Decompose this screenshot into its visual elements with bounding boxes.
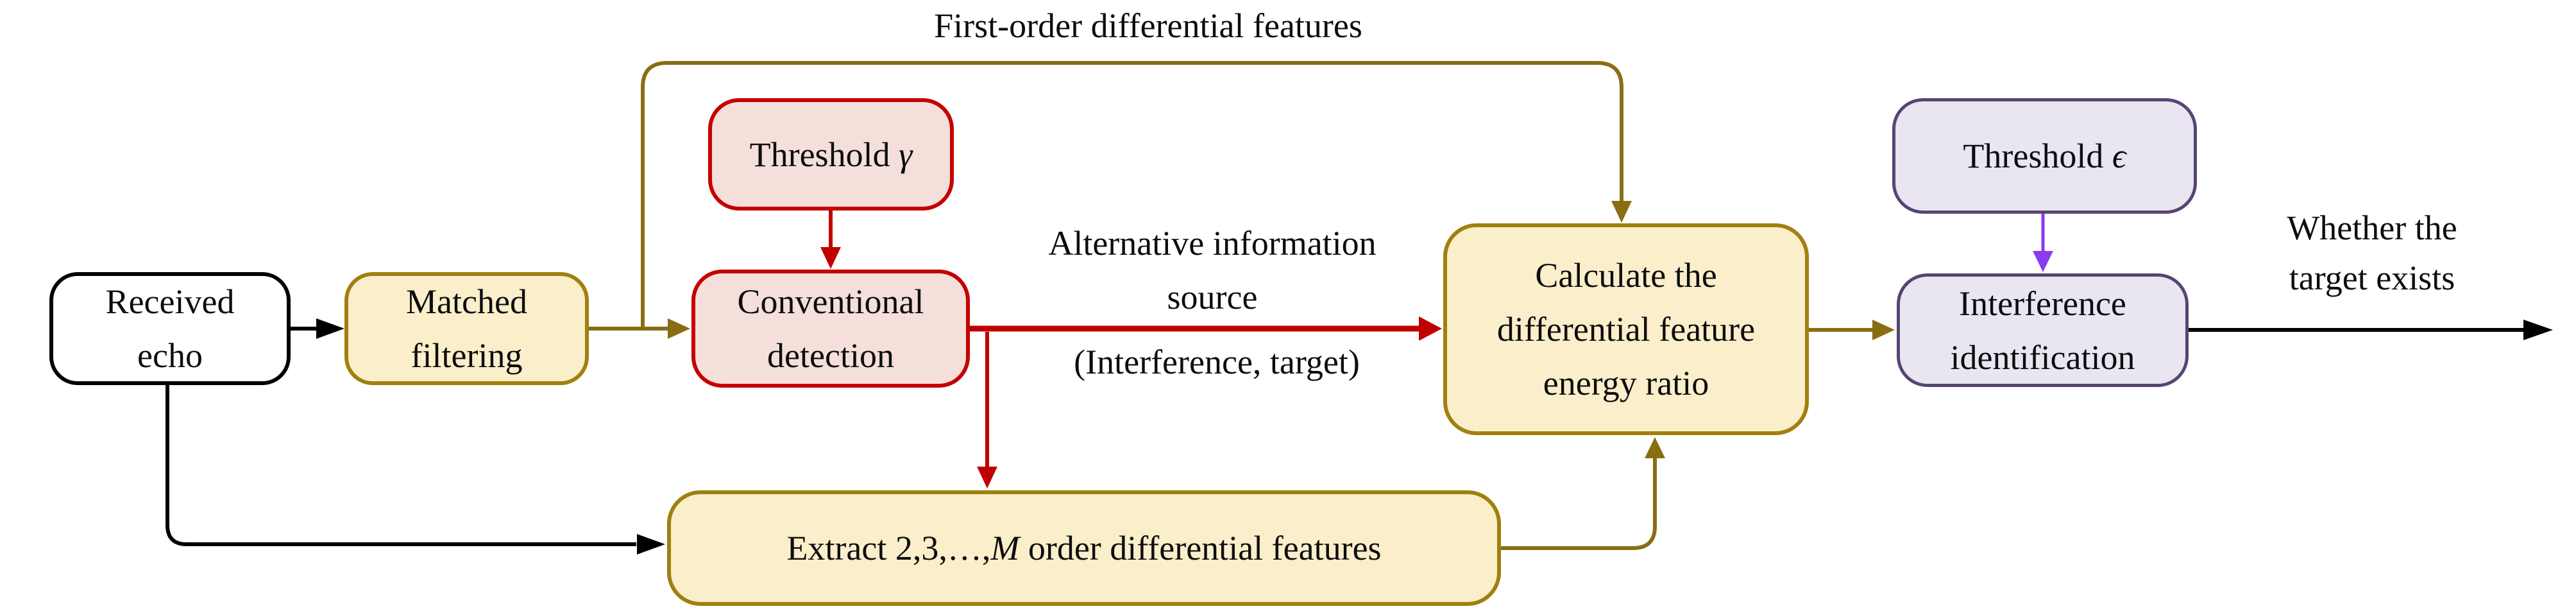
arrow-conventional-to-calculate [970,316,1442,341]
node-label-line: energy ratio [1543,364,1709,402]
node-threshold-epsilon: Threshold ϵ [1892,98,2197,214]
label-alternative-information-source: Alternative information source [988,216,1437,324]
node-label-line: Threshold ϵ [1963,129,2126,183]
arrowhead [820,247,841,269]
arrow-extract-to-calculate [1501,437,1665,550]
label-whether-target-exists: Whether the target exists [2180,203,2564,303]
arrowhead [977,467,997,488]
arrow-threshold-gamma-to-conventional [820,211,841,269]
node-label-line: Extract 2,3,…,M order differential featu… [786,521,1381,575]
arrow-received-to-matched [291,318,344,339]
arrowhead [668,318,690,339]
gamma-symbol: γ [899,135,913,174]
arrowhead [2523,320,2553,340]
arrow-received-to-extract [165,383,665,555]
node-label-line: identification [1950,338,2135,377]
node-received-echo: Received echo [49,272,291,385]
threshold-word: Threshold [749,135,899,174]
arrowhead [1419,316,1442,341]
node-label-line: Matched [406,282,527,321]
arrowhead [2033,251,2053,272]
extract-suffix: order differential features [1019,529,1382,567]
node-extract-differential-features: Extract 2,3,…,M order differential featu… [667,490,1501,606]
arrow-threshold-epsilon-to-identification [2033,214,2053,272]
label-line: Alternative information [1048,224,1377,262]
arrow-conventional-to-extract [977,332,997,488]
extract-prefix: Extract 2,3,…, [786,529,991,567]
node-interference-identification: Interference identification [1897,273,2189,387]
node-label-line: echo [137,336,203,375]
epsilon-symbol: ϵ [2112,137,2126,175]
threshold-word: Threshold [1963,137,2112,175]
arrow-calculate-to-identification [1809,320,1895,340]
node-label-line: Received [105,282,235,321]
arrow-matched-to-conventional [589,318,690,339]
label-line: target exists [2289,259,2455,297]
node-threshold-gamma: Threshold γ [708,98,954,211]
node-calculate-energy-ratio: Calculate the differential feature energ… [1443,223,1809,435]
arrow-line [641,61,1623,329]
label-interference-target: (Interference, target) [1074,343,1360,381]
arrowhead [1645,437,1665,458]
node-label-line: Calculate the [1535,256,1717,295]
node-conventional-detection: Conventional detection [691,270,970,388]
arrow-first-order-feedback [641,61,1632,329]
arrow-line [165,383,636,546]
arrow-identification-to-output [2189,320,2553,340]
arrowhead [316,318,344,339]
node-label-line: detection [767,336,894,375]
arrowhead [637,534,665,555]
arrow-line [1501,458,1657,550]
node-label-line: Interference [1959,284,2126,323]
node-matched-filtering: Matched filtering [344,272,589,385]
label-line: Whether the [2287,209,2457,247]
node-label-line: Conventional [737,282,924,321]
arrowhead [1611,201,1632,223]
node-label-line: filtering [411,336,523,375]
order-m-symbol: M [990,529,1020,567]
node-label-line: Threshold γ [750,128,913,182]
label-first-order-differential-features: First-order differential features [934,6,1362,45]
node-label-line: differential feature [1496,310,1756,349]
label-line: source [1167,278,1258,316]
arrowhead [1872,320,1895,340]
